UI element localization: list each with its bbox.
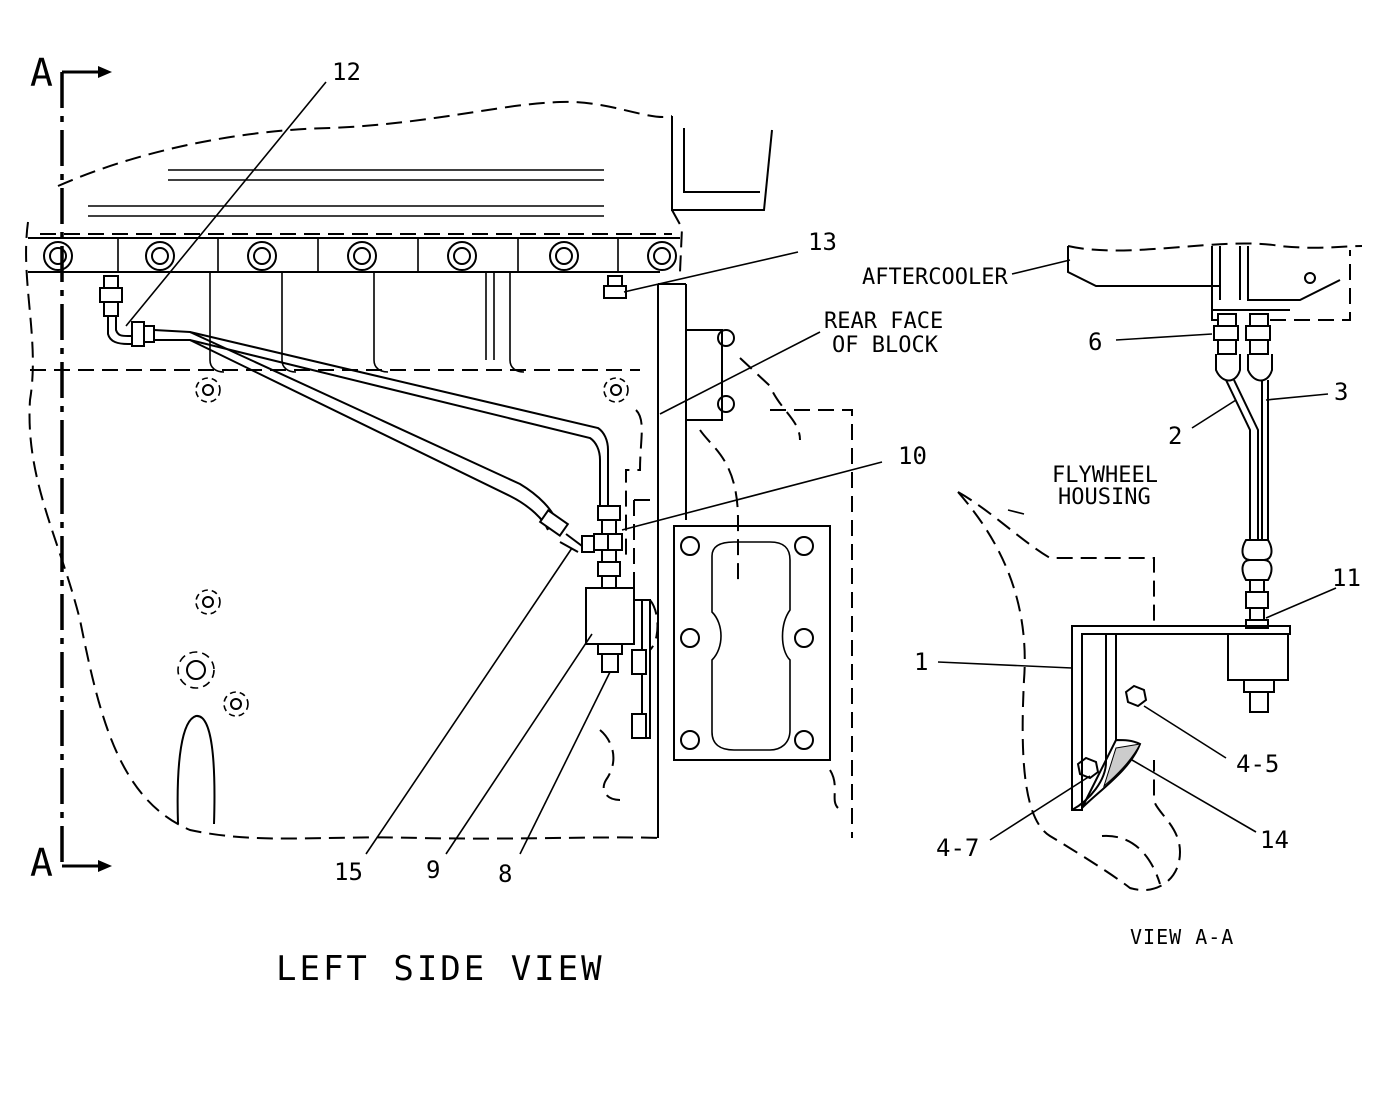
gasket-plate <box>599 525 839 809</box>
manifold-bolts <box>43 238 677 272</box>
title-left-side-view: LEFT SIDE VIEW <box>276 949 605 989</box>
rear-face-of-block <box>633 283 853 838</box>
aftercooler <box>1067 242 1363 321</box>
angled-fitting-15 <box>538 508 595 553</box>
callout-4-5: 4-5 <box>1236 750 1279 778</box>
bolt-13 <box>603 275 627 299</box>
tube-assembly <box>153 329 609 553</box>
valve-9 <box>585 587 659 739</box>
callout-10: 10 <box>898 442 927 470</box>
callout-2: 2 <box>1168 422 1182 450</box>
section-line-a-a <box>60 66 112 872</box>
callout-13: 13 <box>808 228 837 256</box>
leader-lines-right <box>937 259 1337 841</box>
section-mark-bottom: A <box>30 841 53 885</box>
valve-view-a-a <box>1227 633 1289 713</box>
fittings-6 <box>1213 313 1273 382</box>
label-flywheel-2: HOUSING <box>1058 485 1151 510</box>
view-a-a: AFTERCOOLER 6 3 2 FLYWHEEL HOUSING 11 1 … <box>862 242 1363 949</box>
coupling-11 <box>1241 539 1273 629</box>
upper-bracket <box>671 116 773 273</box>
block-internal-lines <box>209 272 643 560</box>
callout-6: 6 <box>1088 328 1102 356</box>
tee-fitting-10 <box>593 505 623 589</box>
left-side-view: A A <box>25 51 943 989</box>
engine-block-outline <box>25 100 673 840</box>
title-view-a-a: VIEW A-A <box>1130 925 1234 949</box>
callout-3: 3 <box>1334 378 1348 406</box>
callout-12: 12 <box>332 58 361 86</box>
elbow-fitting-12 <box>99 275 155 347</box>
callout-1: 1 <box>914 648 928 676</box>
leader-lines-left <box>125 81 883 855</box>
tubes-2-3 <box>1225 379 1269 540</box>
callout-11: 11 <box>1332 564 1361 592</box>
label-aftercooler: AFTERCOOLER <box>862 265 1008 290</box>
bracket-1 <box>1071 625 1291 811</box>
callout-15: 15 <box>334 858 363 886</box>
intake-manifold <box>28 169 680 371</box>
flywheel-housing <box>957 491 1182 892</box>
label-rear-face-1: REAR FACE <box>824 309 943 334</box>
callout-14: 14 <box>1260 826 1289 854</box>
block-fasteners <box>176 377 629 825</box>
callout-9: 9 <box>426 856 440 884</box>
callout-4-7: 4-7 <box>936 834 979 862</box>
section-mark-top: A <box>30 51 53 95</box>
label-rear-face-2: OF BLOCK <box>832 333 939 358</box>
callout-8: 8 <box>498 860 512 888</box>
label-flywheel-1: FLYWHEEL <box>1052 463 1158 488</box>
